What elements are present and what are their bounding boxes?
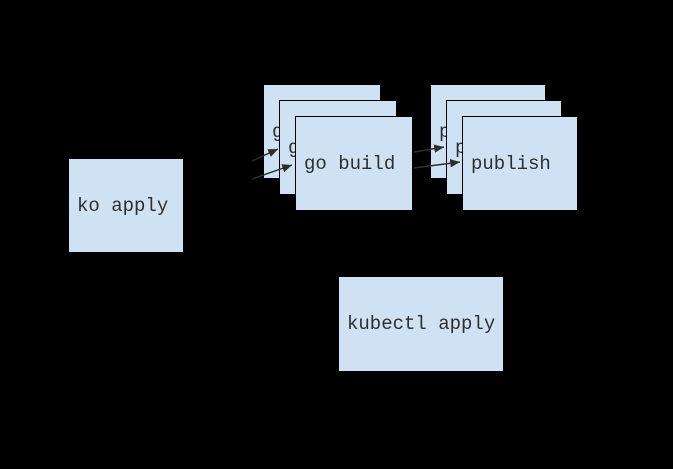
node-kubectl-apply: kubectl apply <box>338 276 504 372</box>
node-kubectl-apply-label: kubectl apply <box>347 313 496 335</box>
node-go-build-stack-front: go build <box>295 116 413 211</box>
node-publish-stack-front: publish <box>462 116 578 211</box>
node-publish-label: publish <box>471 152 551 175</box>
node-go-build-label: go build <box>304 152 396 175</box>
node-ko-apply: ko apply <box>68 158 184 253</box>
node-ko-apply-label: ko apply <box>77 194 169 217</box>
